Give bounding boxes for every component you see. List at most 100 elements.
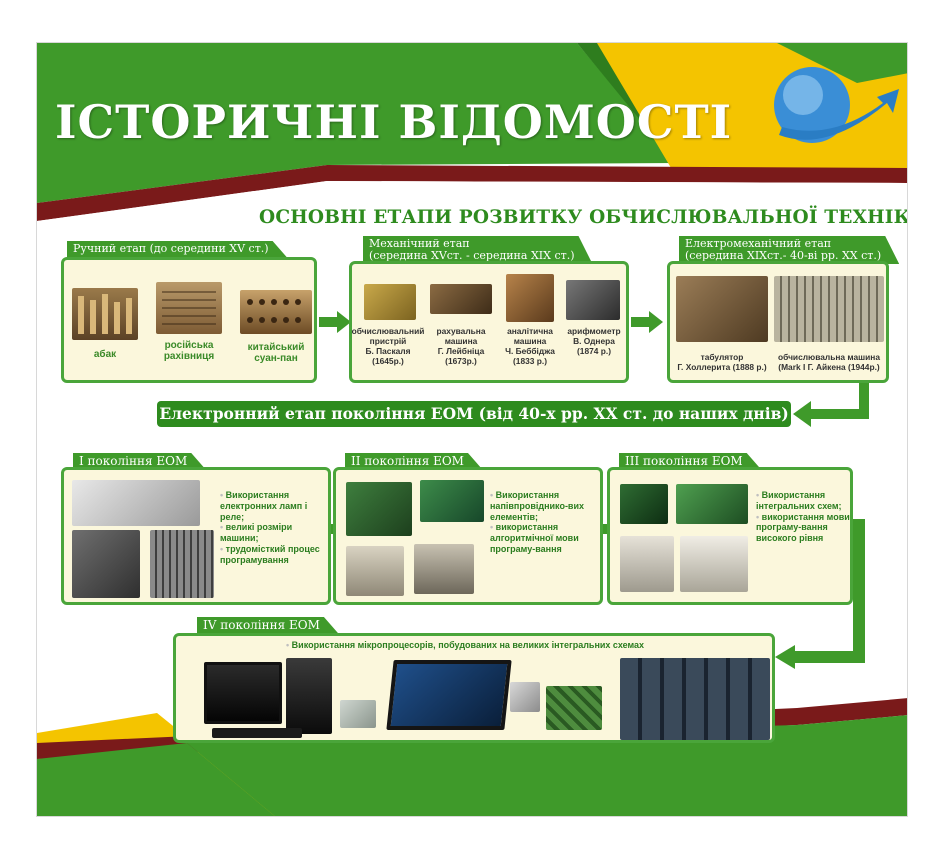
third-gen-pc-image: [680, 536, 748, 592]
generation-tab-3: III покоління ЕОМ: [619, 453, 761, 469]
second-gen-terminal-image: [414, 544, 474, 594]
arrow-right-icon: [631, 311, 663, 333]
caption-odhner: арифмометр В. Однера (1874 р.): [562, 326, 626, 356]
caption-line: табулятор: [700, 352, 744, 362]
page-subtitle: ОСНОВНІ ЕТАПИ РОЗВИТКУ ОБЧИСЛЮВАЛЬНОЇ ТЕ…: [259, 207, 908, 228]
transistor-board-image: [346, 482, 412, 536]
caption-chinese-abacus: китайський суан-пан: [240, 342, 312, 364]
bullet-text: великі розміри машини;: [220, 522, 293, 544]
pc-tower-image: [286, 658, 332, 734]
stage-label-electromechanical-period: (середина XIXст.- 40-ві рр. XX ст.): [685, 249, 882, 262]
circuit-board-image: [420, 480, 484, 522]
ic-board-image: [676, 484, 748, 524]
hollerith-tabulator-image: [676, 276, 768, 342]
caption-hollerith: табулятор Г. Холлерита (1888 р.): [670, 352, 774, 372]
vacuum-tubes-image: [72, 480, 200, 526]
arrow-left-icon: [775, 519, 865, 669]
arrow-left-icon: [793, 383, 869, 427]
server-room-image: [620, 658, 770, 740]
caption-line: аналітична: [507, 326, 553, 336]
stage-label-electromechanical: Електромеханічний етап: [685, 237, 832, 250]
electronic-stage-banner: Електронний етап покоління ЕОМ (від 40-х…: [157, 401, 791, 427]
bullet-item: • трудомісткий процес програмування: [220, 543, 320, 565]
bullet-text: Використання мікропроцесорів, побудовани…: [291, 640, 645, 650]
caption-babbage: аналітична машина Ч. Беббіджа (1833 р.): [498, 326, 562, 366]
generation-panel-3: • Використання інтегральних схем; • вико…: [607, 467, 853, 605]
third-gen-computer-image: [620, 536, 674, 592]
stage-label-mechanical-period: (середина XVст. - середина XIX ст.): [369, 249, 575, 262]
caption-line: Г. Холлерита (1888 р.): [677, 362, 767, 372]
generation-4-bullets: • Використання мікропроцесорів, побудова…: [286, 640, 766, 651]
caption-russian-abacus: російська рахівниця: [152, 340, 226, 362]
caption-line: Ч. Беббіджа: [505, 346, 555, 356]
page-title: ІСТОРИЧНІ ВІДОМОСТІ: [55, 95, 733, 149]
caption-line: обчислювальна машина: [777, 352, 881, 362]
caption-line: обчислювальний: [351, 326, 425, 336]
bullet-item: • Використання інтегральних схем;: [756, 490, 842, 511]
bullet-item: • використання алгоритмічної мови програ…: [490, 522, 579, 554]
caption-line: В. Однера: [573, 336, 615, 346]
bullet-text: Використання напівпровіднико-вих елемент…: [490, 490, 585, 522]
stage-tab-mechanical: Механічний етап (середина XVст. - середи…: [363, 236, 592, 264]
bullet-text: трудомісткий процес програмування: [220, 543, 320, 565]
caption-line: рахувальна: [436, 326, 486, 336]
leibniz-machine-image: [430, 284, 492, 314]
mark-i-image: [774, 276, 884, 342]
caption-pascal: обчислювальний пристрій Б. Паскаля (1645…: [351, 326, 426, 366]
generation-label-4: IV покоління ЕОМ: [203, 618, 320, 632]
bullet-text: Використання електронних ламп і реле;: [220, 490, 308, 522]
monitor-image: [204, 662, 282, 724]
caption-line: машина: [444, 336, 478, 346]
bullet-item: • великі розміри машини;: [220, 522, 293, 544]
stage-panel-electromechanical: табулятор Г. Холлерита (1888 р.) обчислю…: [667, 261, 889, 383]
babbage-engine-image: [506, 274, 554, 322]
generation-panel-1: • Використання електронних ламп і реле; …: [61, 467, 331, 605]
first-gen-racks-photo: [150, 530, 214, 598]
bullet-item: • Використання напівпровіднико-вих елеме…: [490, 490, 585, 522]
second-gen-computer-image: [346, 546, 404, 596]
bullet-text: Використання інтегральних схем;: [756, 490, 842, 511]
integrated-circuit-image: [620, 484, 668, 524]
generation-tab-1: I покоління ЕОМ: [73, 453, 205, 469]
abacus-image: [72, 288, 138, 340]
caption-line: суан-пан: [254, 353, 298, 364]
caption-line: арифмометр: [567, 326, 621, 336]
caption-line: рахівниця: [163, 351, 215, 362]
generation-panel-2: • Використання напівпровіднико-вих елеме…: [333, 467, 603, 605]
bullet-text: використання алгоритмічної мови програму…: [490, 522, 579, 554]
generation-label-1: I покоління ЕОМ: [79, 454, 188, 468]
caption-line: (1673р.): [445, 356, 477, 366]
generation-1-bullets: • Використання електронних ламп і реле; …: [220, 490, 328, 566]
bullet-text: використання мови програму-вання високог…: [756, 511, 850, 544]
caption-line: (Mark I Г. Айкена (1944р.): [778, 362, 880, 372]
caption-line: російська: [164, 340, 214, 351]
generation-label-2: II покоління ЕОМ: [351, 454, 464, 468]
bullet-item: • Використання мікропроцесорів, побудова…: [286, 640, 645, 650]
russian-abacus-image: [156, 282, 222, 334]
pascal-device-image: [364, 284, 416, 320]
caption-line: (1645р.): [372, 356, 404, 366]
stage-tab-manual: Ручний етап (до середини XV ст.): [67, 241, 287, 257]
ssd-image: [340, 700, 376, 728]
stage-panel-mechanical: обчислювальний пристрій Б. Паскаля (1645…: [349, 261, 629, 383]
generation-label-3: III покоління ЕОМ: [625, 454, 743, 468]
generation-tab-4: IV покоління ЕОМ: [197, 617, 338, 633]
generation-2-bullets: • Використання напівпровіднико-вих елеме…: [490, 490, 600, 555]
ram-modules-image: [546, 686, 602, 730]
caption-line: Б. Паскаля: [365, 346, 411, 356]
caption-mark-i: обчислювальна машина (Mark I Г. Айкена (…: [768, 352, 886, 372]
stage-label-manual: Ручний етап (до середини XV ст.): [73, 242, 269, 255]
processor-image: [510, 682, 540, 712]
stage-panel-manual: абак російська рахівниця китайський суан…: [61, 257, 317, 383]
chinese-abacus-image: [240, 290, 312, 334]
generation-panel-4: • Використання мікропроцесорів, побудова…: [173, 633, 775, 743]
caption-leibniz: рахувальна машина Г. Лейбніца (1673р.): [428, 326, 494, 366]
caption-line: пристрій: [369, 336, 407, 346]
caption-abacus: абак: [93, 349, 117, 360]
caption-line: машина: [513, 336, 547, 346]
bullet-item: • використання мови програму-вання висок…: [756, 511, 850, 544]
odhner-arithmometer-image: [566, 280, 620, 320]
generation-tab-2: II покоління ЕОМ: [345, 453, 482, 469]
stage-tab-electromechanical: Електромеханічний етап (середина XIXст.-…: [679, 236, 899, 264]
bullet-item: • Використання електронних ламп і реле;: [220, 490, 308, 522]
